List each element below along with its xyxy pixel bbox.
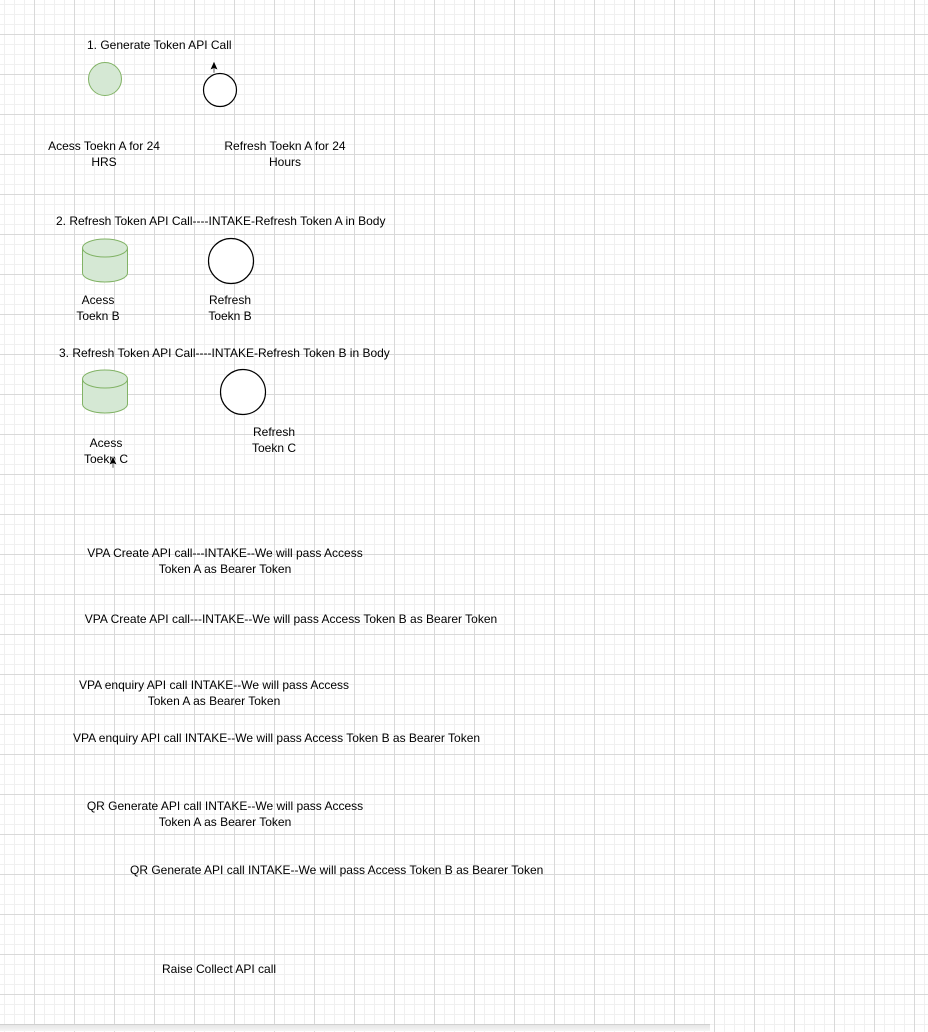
refresh-token-a-label[interactable]: Refresh Toekn A for 24 Hours <box>224 139 346 169</box>
refresh-token-c-label[interactable]: Refresh Toekn C <box>251 425 297 455</box>
raise-collect-label[interactable]: Raise Collect API call <box>162 962 277 976</box>
step-2-label[interactable]: 2. Refresh Token API Call----INTAKE-Refr… <box>56 214 386 228</box>
vpa-enquiry-token-b-label[interactable]: VPA enquiry API call INTAKE--We will pas… <box>73 731 481 745</box>
step-1-label[interactable]: 1. Generate Token API Call <box>87 38 232 52</box>
refresh-token-a-shape[interactable] <box>202 72 238 108</box>
access-token-b-label[interactable]: Acess Toekn B <box>76 293 120 323</box>
refresh-token-c-shape[interactable] <box>219 368 267 416</box>
step-3-label[interactable]: 3. Refresh Token API Call----INTAKE-Refr… <box>59 346 390 360</box>
access-token-a-label[interactable]: Acess Toekn A for 24 HRS <box>48 139 160 169</box>
qr-generate-token-a-label[interactable]: QR Generate API call INTAKE--We will pas… <box>86 799 364 829</box>
arrow-cursor-icon <box>108 455 118 469</box>
vpa-create-token-a-label[interactable]: VPA Create API call---INTAKE--We will pa… <box>87 546 363 576</box>
refresh-token-b-label[interactable]: Refresh Toekn B <box>208 293 252 323</box>
access-token-b-cylinder[interactable] <box>81 237 129 285</box>
vpa-create-token-b-label[interactable]: VPA Create API call---INTAKE--We will pa… <box>84 612 498 626</box>
refresh-token-b-shape[interactable] <box>207 237 255 285</box>
horizontal-scrollbar[interactable] <box>0 1024 710 1031</box>
vpa-enquiry-token-a-label[interactable]: VPA enquiry API call INTAKE--We will pas… <box>78 678 350 708</box>
qr-generate-token-b-label[interactable]: QR Generate API call INTAKE--We will pas… <box>130 863 544 877</box>
access-token-c-label[interactable]: Acess Toekn C <box>83 436 129 466</box>
arrow-cursor-icon <box>209 60 219 74</box>
access-token-a-shape[interactable] <box>87 61 123 97</box>
access-token-c-cylinder[interactable] <box>81 368 129 416</box>
